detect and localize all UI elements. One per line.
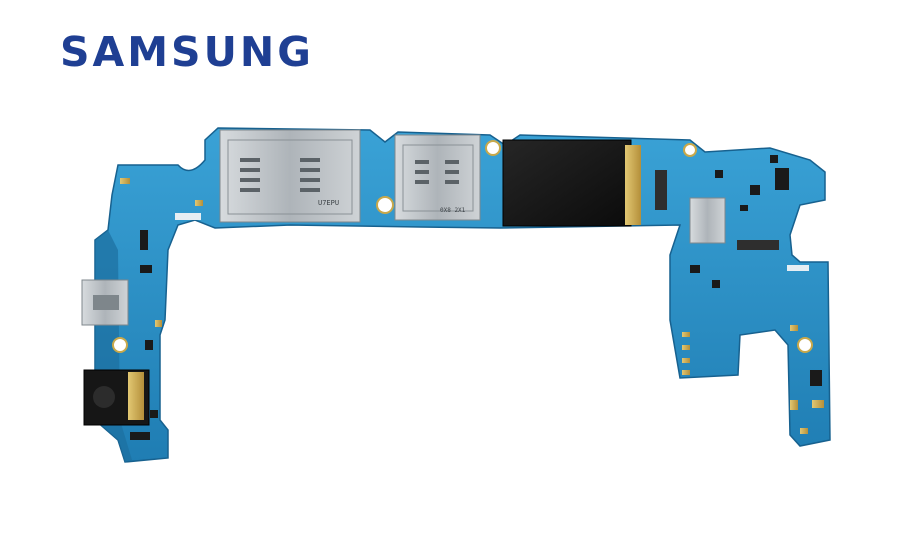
test-pads xyxy=(682,325,824,434)
gold-shield-tab xyxy=(625,145,641,225)
label-strip-left xyxy=(175,213,201,220)
right-components xyxy=(690,155,789,288)
left-pads xyxy=(120,178,203,327)
flex-connector-mid xyxy=(737,240,779,250)
screw-holes xyxy=(112,140,813,353)
main-chip-shield xyxy=(502,139,632,227)
headphone-jack xyxy=(83,369,150,426)
microphone xyxy=(810,370,822,386)
samsung-logo: SAMSUNG xyxy=(60,28,314,76)
sim-card-tray-left: U7EPU xyxy=(219,129,361,223)
sim-card-tray-right: 0X8 2X1 xyxy=(394,134,481,221)
rf-shield xyxy=(689,197,726,244)
left-components xyxy=(130,230,158,440)
flex-connector-top xyxy=(655,170,667,210)
label-strip xyxy=(787,265,809,271)
sim-tray-left-marking: U7EPU xyxy=(318,199,339,207)
usb-port xyxy=(81,279,129,326)
sim-tray-right-marking: 0X8 2X1 xyxy=(440,207,466,214)
